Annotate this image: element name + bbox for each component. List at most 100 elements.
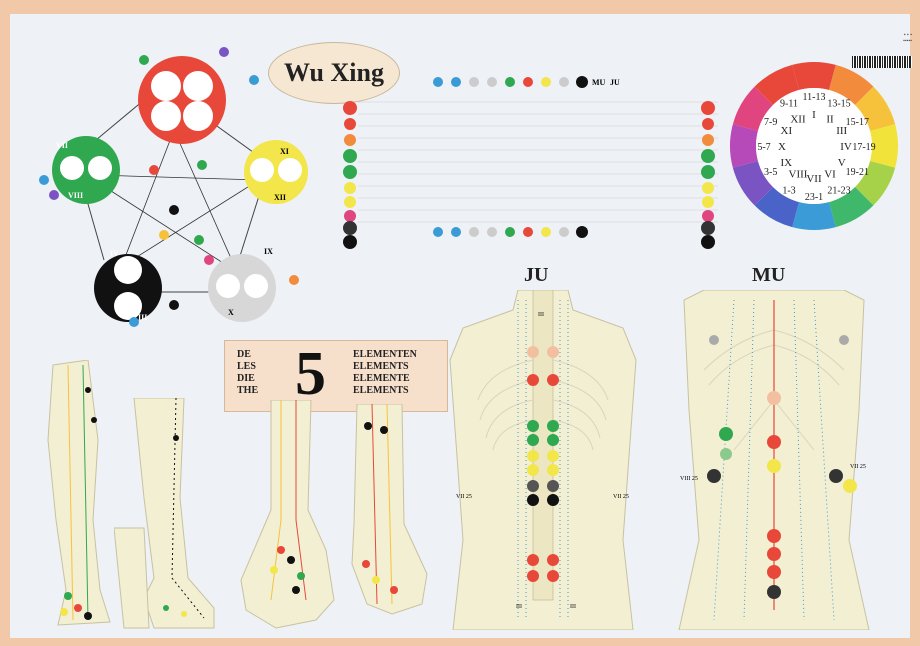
clock-hour-label: 7-9 [764, 117, 777, 128]
clock-segment [732, 86, 773, 131]
clock-hour-label: 21-23 [827, 185, 850, 196]
clock-numeral: IX [780, 157, 792, 169]
metal-element [208, 254, 276, 322]
clock-hour-label: 5-7 [757, 142, 770, 153]
leg-figure-side [114, 398, 215, 629]
back-top-label: III [538, 312, 544, 318]
organ-clock: 11-1313-1515-1717-1919-2121-2323-11-33-5… [730, 62, 898, 230]
prefix-en: THE [237, 385, 259, 396]
clock-numeral: X [778, 141, 786, 153]
prefix-fr: LES [237, 361, 256, 372]
word-de: ELEMENTE [353, 373, 410, 384]
clock-hour-label: 15-17 [846, 117, 869, 128]
chart-sheet: Wu Xing ▪ ▪ ▪▪▪▪▪▪ XI XII [10, 14, 912, 638]
back-meridians [517, 300, 569, 620]
table-lines [358, 101, 718, 223]
clock-segment [792, 202, 836, 230]
front-torso-figure: VIII 25 VII 25 [678, 290, 870, 630]
rib-lines [477, 359, 609, 451]
earth-label-bottom: XII [274, 193, 286, 202]
front-points [707, 335, 857, 599]
back-points [527, 346, 559, 582]
arm-outer-points [362, 422, 398, 594]
back-left-label: VII 25 [456, 494, 472, 500]
front-rib-lines [703, 329, 845, 451]
clock-numeral: VI [824, 169, 836, 181]
table-header-dots [433, 76, 588, 238]
clock-segments [730, 62, 898, 230]
back-heading: JU [524, 264, 549, 286]
water-label-bottom: III [138, 313, 147, 322]
clock-hour-labels: 11-1313-1515-1717-1919-2121-2323-11-33-5… [757, 92, 875, 203]
leg-figure-front [47, 360, 111, 626]
clock-numeral: III [836, 125, 847, 137]
clock-hour-label: 11-13 [803, 92, 826, 103]
clock-hour-label: 19-21 [846, 167, 869, 178]
clock-face [756, 88, 872, 204]
clock-segment [730, 124, 758, 168]
wheel-small-markers [39, 47, 299, 327]
back-right-label: VII 25 [613, 494, 629, 500]
clock-segment [855, 161, 896, 206]
clock-numeral: IV [840, 141, 852, 153]
front-heading: MU [752, 264, 786, 286]
earth-element [244, 140, 308, 204]
clock-hour-label: 3-5 [764, 167, 777, 178]
front-left-label: VIII 25 [680, 476, 698, 482]
front-right-label: VII 25 [850, 464, 866, 470]
leg-front-points [60, 387, 97, 620]
water-label-top: IV [110, 249, 119, 258]
clock-numeral: VIII [789, 169, 808, 181]
control-cycle [93, 129, 260, 271]
arm-figure-outer [351, 404, 428, 615]
clock-hour-label: 9-11 [780, 99, 798, 110]
clock-hour-label: 23-1 [805, 192, 823, 203]
wood-element [52, 136, 120, 204]
publisher-logo: ▪ ▪ ▪▪▪▪▪▪ [903, 32, 912, 44]
elements-number: 5 [295, 340, 326, 408]
clock-hour-label: 17-19 [852, 142, 875, 153]
metal-label-bottom: X [228, 308, 234, 317]
clock-numeral: V [838, 157, 846, 169]
back-bottom-right-label: III [570, 604, 576, 610]
clock-segment [870, 124, 898, 168]
table-header-ju: JU [610, 78, 620, 87]
word-column: ELEMENTEN ELEMENTS ELEMENTE ELEMENTS [353, 349, 417, 397]
wood-label-top: VII [56, 141, 68, 150]
clock-segment [829, 187, 874, 228]
word-nl: ELEMENTEN [353, 349, 417, 360]
back-bottom-left-label: III [516, 604, 522, 610]
prefix-nl: DE [237, 349, 251, 360]
clock-numeral: VII [806, 173, 822, 185]
arm-figure-inner [240, 400, 335, 629]
metal-label-top: IX [264, 247, 273, 256]
five-elements-box: DE LES DIE THE 5 ELEMENTEN ELEMENTS ELEM… [224, 340, 448, 412]
clock-hour-label: 13-15 [827, 99, 850, 110]
word-fr: ELEMENTS [353, 361, 409, 372]
clock-numeral: II [826, 113, 834, 125]
meridian-table: MU JU [343, 76, 718, 249]
leg-side-points [163, 435, 187, 617]
earth-label-top: XI [280, 147, 289, 156]
prefix-column: DE LES DIE THE [237, 349, 258, 397]
table-header-mu: MU [592, 78, 606, 87]
clock-numeral: I [812, 109, 816, 121]
page-title: Wu Xing [268, 42, 400, 104]
clock-segment [754, 187, 799, 228]
clock-segment [855, 86, 896, 131]
barcode-icon [852, 56, 912, 68]
clock-segment [829, 64, 874, 105]
front-meridians [713, 299, 835, 621]
wood-label-bottom: VIII [68, 191, 83, 200]
prefix-de: DIE [237, 373, 255, 384]
clock-segment [792, 62, 836, 90]
back-torso-figure: III VII 25 VII 25 III III [449, 290, 637, 630]
table-right-markers [701, 101, 715, 249]
water-element [94, 254, 162, 322]
clock-numeral: XII [790, 113, 806, 125]
word-en: ELEMENTS [353, 385, 409, 396]
table-left-markers [343, 101, 357, 249]
arm-inner-points [270, 546, 305, 594]
fire-element [138, 56, 226, 144]
